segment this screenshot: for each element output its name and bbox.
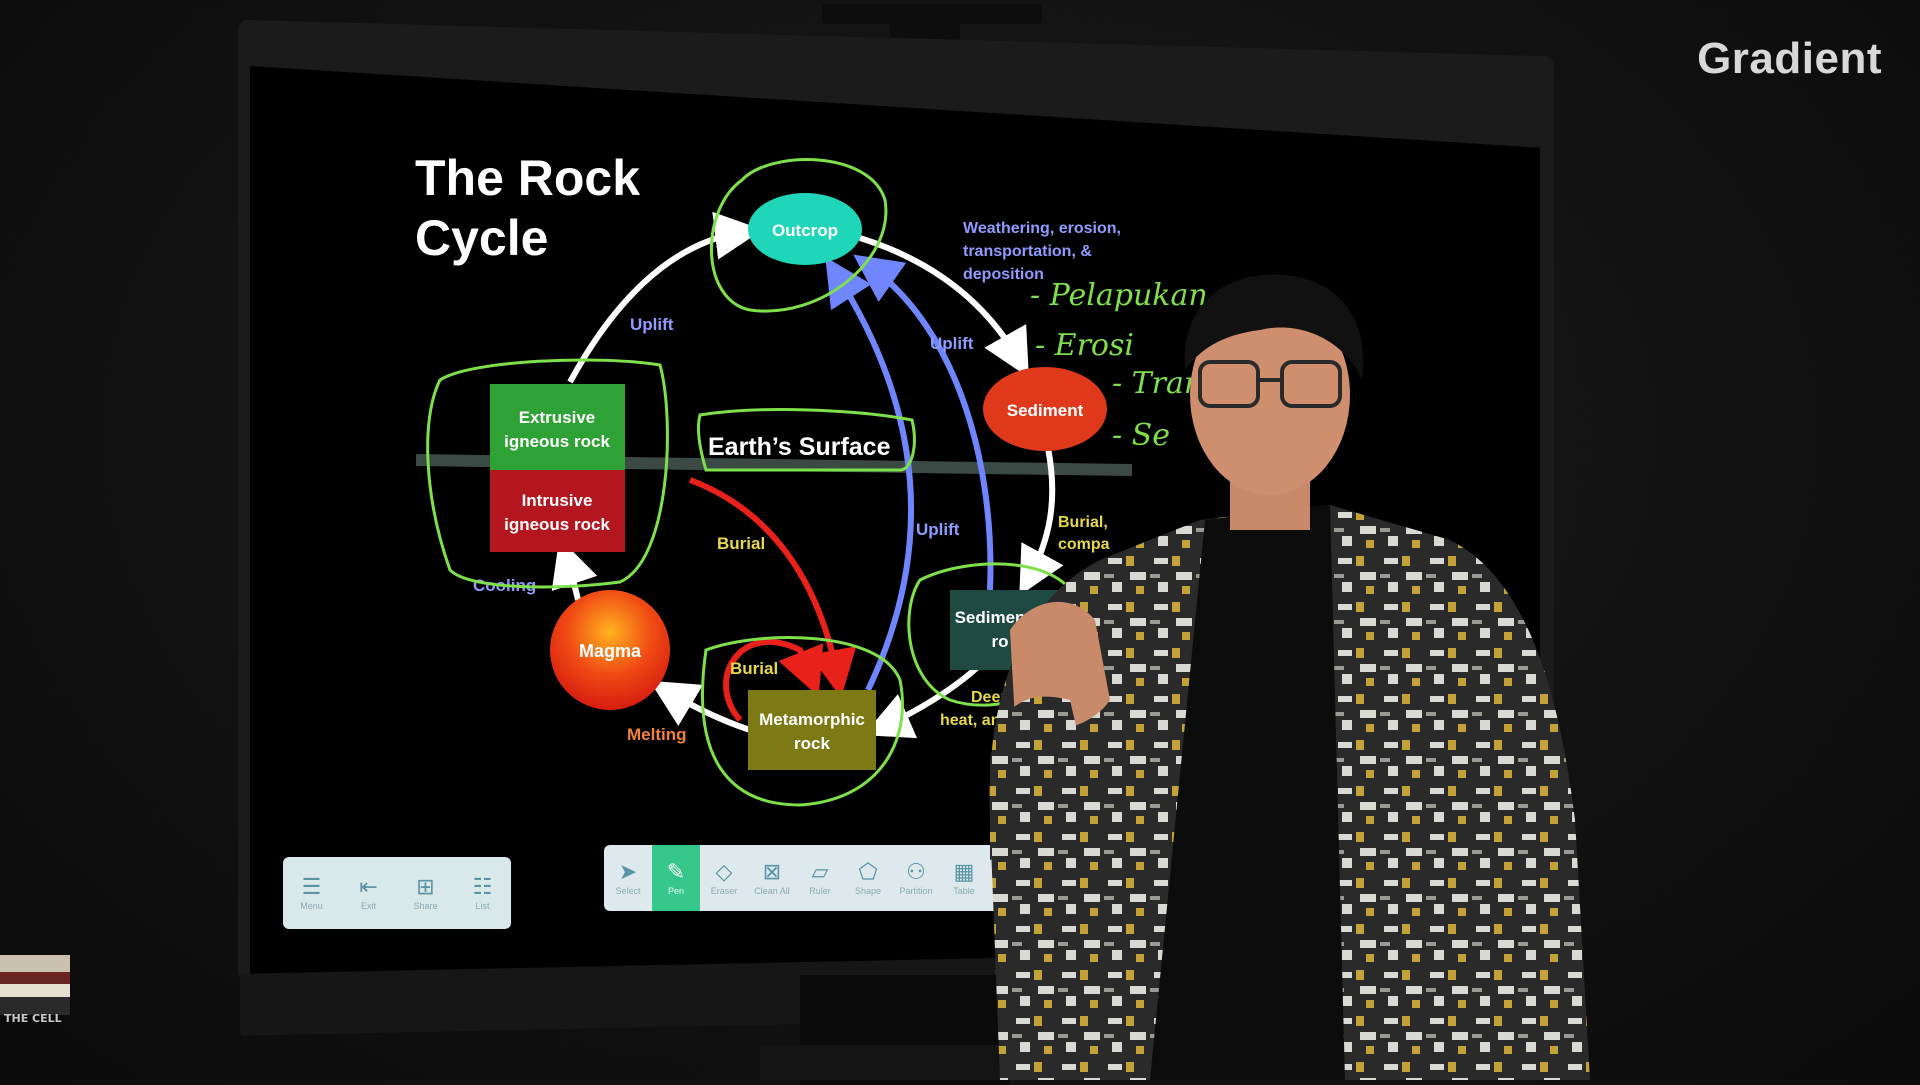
burial-label-right-2: compa xyxy=(1058,536,1110,553)
share-button[interactable]: ⊞ Share xyxy=(402,857,450,929)
table-label: Table xyxy=(953,886,975,896)
burial-loop-arrow xyxy=(723,639,824,722)
presenter-glasses xyxy=(1198,360,1342,408)
eraser-label: Eraser xyxy=(710,886,738,896)
pen-icon: ✎ xyxy=(666,859,686,884)
pen-label: Pen xyxy=(667,886,684,896)
melting-label: Melting xyxy=(627,725,687,744)
sedimentary-label-2: ro xyxy=(992,632,1009,651)
exit-label: Exit xyxy=(360,901,376,911)
burial-label-low: Burial xyxy=(730,659,778,678)
ruler-tool[interactable]: ▱ Ruler xyxy=(796,845,844,911)
menu-label: Menu xyxy=(300,901,323,911)
select-tool[interactable]: ➤ Select xyxy=(604,845,652,911)
uplift-arrow-from-metamorphic xyxy=(825,256,915,692)
partition-icon: ⚇ xyxy=(906,859,926,884)
extrusive-label-1: Extrusive xyxy=(519,408,596,427)
select-label: Select xyxy=(615,886,641,896)
burial-arrow-to-metamorphic xyxy=(688,477,857,698)
handwriting-line-4: - Se xyxy=(1112,418,1170,453)
share-label: Share xyxy=(413,901,438,911)
clear-all-label: Clean All xyxy=(754,886,790,896)
magma-node xyxy=(550,590,670,710)
ruler-icon: ▱ xyxy=(811,859,829,884)
extrusive-igneous-node xyxy=(490,384,625,470)
uplift-label-right: Uplift xyxy=(930,334,974,353)
uplift-arrow-to-outcrop xyxy=(567,211,763,384)
uplift-arrow-from-sedimentary xyxy=(853,254,994,591)
exit-button[interactable]: ⇤ Exit xyxy=(345,857,393,929)
metamorphic-node xyxy=(748,690,876,770)
magma-label: Magma xyxy=(579,641,642,661)
earth-surface-label: Earth’s Surface xyxy=(708,433,891,461)
list-label: List xyxy=(475,901,490,911)
intrusive-label-1: Intrusive xyxy=(522,491,593,510)
list-icon: ☷ xyxy=(472,874,493,899)
burial-arrow-to-sedimentary xyxy=(1019,447,1064,596)
uplift-label-center: Uplift xyxy=(916,520,960,539)
whiteboard-left-toolbar: ☰ Menu ⇤ Exit ⊞ Share ☷ List xyxy=(283,857,511,929)
deep-label-2: heat, an xyxy=(940,712,1000,729)
clear-all-tool[interactable]: ⊠ Clean All xyxy=(748,845,796,911)
intrusive-igneous-node xyxy=(490,470,625,552)
handwriting-line-2: - Erosi xyxy=(1035,328,1134,363)
sedimentary-label-1: Sedimen xyxy=(955,608,1026,627)
weathering-arrow xyxy=(859,235,1029,378)
metamorphic-label-1: Metamorphic xyxy=(759,710,865,729)
weathering-label-3: deposition xyxy=(963,266,1044,283)
burial-label-center: Burial xyxy=(717,534,765,553)
shape-label: Shape xyxy=(854,886,882,896)
book-stack xyxy=(0,955,70,1015)
partition-label: Partition xyxy=(899,886,933,896)
handwriting-line-1: - Pelapukan xyxy=(1030,278,1208,313)
presenter-hair xyxy=(1184,274,1364,380)
brand-watermark: Gradient xyxy=(1697,34,1882,83)
outcrop-label: Outcrop xyxy=(772,221,838,240)
outcrop-node xyxy=(748,193,862,265)
diagram-title-line1: The Rock xyxy=(415,150,640,206)
shape-tool[interactable]: ⬠ Shape xyxy=(844,845,892,911)
exit-icon: ⇤ xyxy=(359,874,378,899)
sediment-node xyxy=(983,367,1107,451)
select-icon: ➤ xyxy=(618,859,638,884)
extrusive-label-2: igneous rock xyxy=(504,432,610,451)
list-button[interactable]: ☷ List xyxy=(459,857,507,929)
presenter-shirt xyxy=(1150,505,1345,1080)
shape-icon: ⬠ xyxy=(858,859,878,884)
eraser-icon: ◇ xyxy=(715,859,733,884)
melting-arrow xyxy=(649,680,751,733)
weathering-label-2: transportation, & xyxy=(963,243,1092,260)
table-tool[interactable]: ▦ Table xyxy=(940,845,988,911)
partition-tool[interactable]: ⚇ Partition xyxy=(892,845,940,911)
presenter-head xyxy=(1190,295,1350,495)
diagram-title-line2: Cycle xyxy=(415,210,548,266)
cooling-arrow xyxy=(551,537,598,601)
sediment-label: Sediment xyxy=(1007,401,1084,420)
handwriting-line-3: - Tran xyxy=(1112,366,1203,401)
share-icon: ⊞ xyxy=(416,874,435,899)
pen-tool[interactable]: ✎ Pen xyxy=(652,845,700,911)
table-icon: ▦ xyxy=(953,859,975,884)
clear-all-icon: ⊠ xyxy=(762,859,782,884)
stand-mount xyxy=(822,4,1042,24)
presenter-arm xyxy=(990,696,1100,860)
menu-button[interactable]: ☰ Menu xyxy=(288,857,336,929)
ruler-label: Ruler xyxy=(809,886,831,896)
weathering-label-1: Weathering, erosion, xyxy=(963,220,1121,237)
metamorphic-label-2: rock xyxy=(794,734,830,753)
intrusive-label-2: igneous rock xyxy=(504,515,610,534)
burial-label-right-1: Burial, xyxy=(1058,514,1108,531)
book-spine-label: THE CELL xyxy=(4,1012,62,1025)
eraser-tool[interactable]: ◇ Eraser xyxy=(700,845,748,911)
menu-icon: ☰ xyxy=(301,874,322,899)
uplift-label-left: Uplift xyxy=(630,315,674,334)
